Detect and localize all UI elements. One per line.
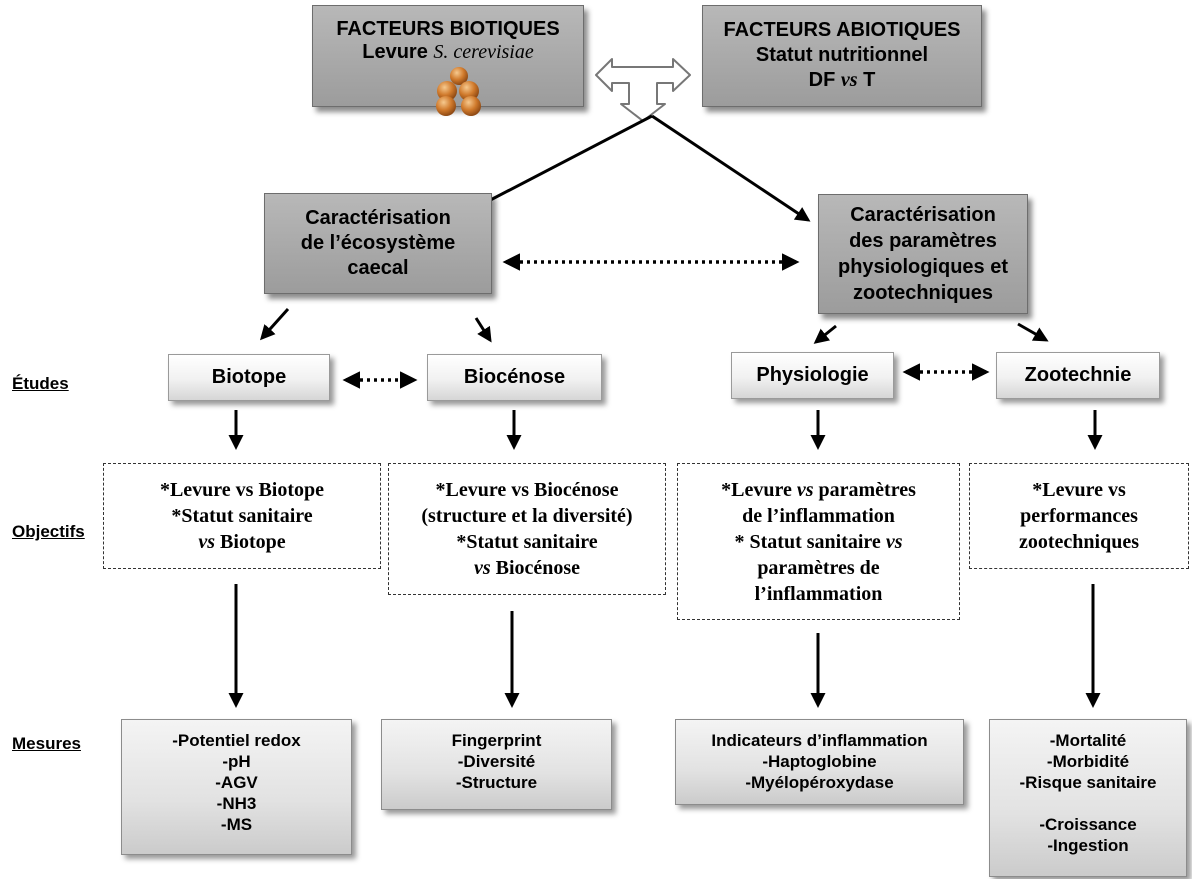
- objective-physiologie: *Levure vs paramètres de l’inflammation …: [677, 463, 960, 620]
- objective-zootechnie: *Levure vs performances zootechniques: [969, 463, 1189, 569]
- row-label-objectifs: Objectifs: [12, 522, 85, 541]
- measures-biotope: -Potentiel redox -pH -AGV -NH3 -MS: [121, 719, 352, 855]
- yeast-cells-icon: [436, 67, 481, 116]
- row-label-mesures: Mesures: [12, 734, 81, 753]
- abiotic-factors-box: FACTEURS ABIOTIQUES Statut nutritionnel …: [702, 5, 982, 107]
- abiotic-line2: DF vs T: [808, 69, 876, 91]
- objective-biocenose: *Levure vs Biocénose (structure et la di…: [388, 463, 666, 595]
- study-physiologie: Physiologie: [731, 352, 894, 399]
- arrow-to-physiologie: [813, 324, 837, 344]
- double-arrow-icon: [595, 58, 691, 122]
- measures-biocenose: Fingerprint -Diversité -Structure: [381, 719, 612, 810]
- objective-biotope: *Levure vs Biotope *Statut sanitaire vs …: [103, 463, 381, 569]
- measures-physiologie: Indicateurs d’inflammation -Haptoglobine…: [675, 719, 964, 805]
- arrow-to-physiology: [651, 114, 811, 222]
- biotic-subtitle: Levure S. cerevisiae: [362, 41, 534, 63]
- ecosystem-characterisation-box: Caractérisation de l’écosystème caecal: [264, 193, 492, 294]
- abiotic-title: FACTEURS ABIOTIQUES: [723, 19, 961, 41]
- abiotic-line1: Statut nutritionnel: [755, 44, 929, 66]
- arrow-to-zootechnie: [1017, 322, 1049, 342]
- physiology-characterisation-box: Caractérisation des paramètres physiolog…: [818, 194, 1028, 314]
- arrow-to-ecosystem: [474, 114, 653, 209]
- measures-zootechnie: -Mortalité -Morbidité -Risque sanitaire …: [989, 719, 1187, 877]
- study-biocenose: Biocénose: [427, 354, 602, 401]
- row-label-etudes: Études: [12, 374, 69, 393]
- study-biotope: Biotope: [168, 354, 330, 401]
- study-zootechnie: Zootechnie: [996, 352, 1160, 399]
- arrow-to-biotope: [259, 307, 290, 341]
- arrow-to-biocenose: [474, 317, 492, 343]
- biotic-title: FACTEURS BIOTIQUES: [336, 18, 560, 40]
- biotic-factors-box: FACTEURS BIOTIQUES Levure S. cerevisiae: [312, 5, 584, 116]
- species-name: S. cerevisiae: [433, 41, 534, 63]
